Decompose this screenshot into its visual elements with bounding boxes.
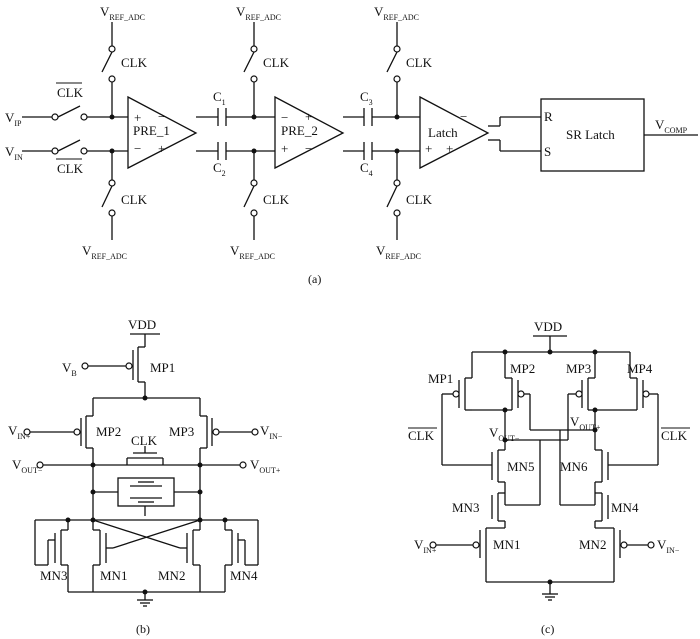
latch-label: Latch: [428, 125, 458, 140]
clk-bar-bottom-label: CLK: [57, 161, 84, 176]
vref-label-1-top: VREF_ADC: [100, 4, 145, 22]
pre2-plus-in: +: [281, 141, 288, 156]
vb-label: VB: [62, 360, 77, 378]
mp3-label-b: MP3: [169, 424, 194, 439]
c1-label: C1: [213, 89, 226, 107]
pre1-minus-in: −: [134, 141, 141, 156]
pre2-minus-in: −: [281, 110, 288, 125]
caption-a: (a): [308, 272, 321, 286]
pre1-plus-out: +: [158, 141, 165, 156]
clk-label-2-bottom: CLK: [263, 192, 290, 207]
pre2-amplifier: [243, 22, 364, 240]
vin-label: VIN: [5, 144, 23, 162]
voutn-label-c: VOUT−: [489, 425, 520, 443]
caption-b: (b): [136, 622, 150, 636]
vref-label-2-top: VREF_ADC: [236, 4, 281, 22]
vref-label-3-top: VREF_ADC: [374, 4, 419, 22]
vinn-label-b: VIN−: [260, 423, 283, 441]
mn6-label-c: MN6: [560, 459, 588, 474]
clk-bar-label-right: CLK: [661, 428, 688, 443]
sr-latch-label: SR Latch: [566, 127, 615, 142]
sr-s-label: S: [544, 144, 551, 159]
sr-r-label: R: [544, 109, 553, 124]
mp3-label-c: MP3: [566, 361, 591, 376]
vcomp-label: VCOMP: [655, 117, 688, 135]
clk-bar-label-left: CLK: [408, 428, 435, 443]
panel-c: VDD MP1 MP2 MP3: [408, 319, 690, 636]
vdd-label-c: VDD: [534, 319, 562, 334]
clk-bar-top-label: CLK: [57, 85, 84, 100]
vinp-label-c: VIN+: [414, 537, 437, 555]
mp2-label-b: MP2: [96, 424, 121, 439]
mn1-label-c: MN1: [493, 537, 520, 552]
input-switches: [22, 82, 128, 160]
mp1-label-b: MP1: [150, 360, 175, 375]
mp2-label-c: MP2: [510, 361, 535, 376]
vref-label-3-bottom: VREF_ADC: [376, 243, 421, 261]
vref-label-1-bottom: VREF_ADC: [82, 243, 127, 261]
mn1-label-b: MN1: [100, 568, 127, 583]
latch-comparator: [386, 22, 541, 240]
mn3-label-b: MN3: [40, 568, 67, 583]
vip-label: VIP: [5, 110, 22, 128]
pre1-amplifier: [101, 22, 218, 240]
mn4-label-b: MN4: [230, 568, 258, 583]
pre1-plus-in: +: [134, 110, 141, 125]
pre2-minus-out: −: [305, 141, 312, 156]
clk-label-1-top: CLK: [121, 55, 148, 70]
pre1-label: PRE_1: [133, 123, 170, 138]
latch-minus-out: −: [460, 109, 467, 124]
vref-label-2-bottom: VREF_ADC: [230, 243, 275, 261]
voutp-label-c: VOUT+: [570, 414, 601, 432]
voutn-label-b: VOUT−: [12, 457, 43, 475]
vdd-label-b: VDD: [128, 317, 156, 332]
c2-label: C2: [213, 160, 226, 178]
mp4-label-c: MP4: [627, 361, 653, 376]
pre1-minus-out: −: [158, 109, 165, 124]
clk-label-2-top: CLK: [263, 55, 290, 70]
caption-c: (c): [541, 622, 554, 636]
latch-plus-out: +: [446, 141, 453, 156]
clk-label-3-bottom: CLK: [406, 192, 433, 207]
panel-a: VIP VIN CLK CLK PRE_1 + − − +: [5, 4, 698, 286]
mn2-label-b: MN2: [158, 568, 185, 583]
c4-label: C4: [360, 160, 373, 178]
pre2-plus-out: +: [305, 109, 312, 124]
mn2-label-c: MN2: [579, 537, 606, 552]
mp1-label-c: MP1: [428, 371, 453, 386]
mn3-label-c: MN3: [452, 500, 479, 515]
c3-label: C3: [360, 89, 373, 107]
pre2-label: PRE_2: [281, 123, 318, 138]
panel-b: VDD MP1 VB MP2 VIN+ MP3 VIN− V: [8, 317, 283, 636]
capacitors-c1-c2: [217, 108, 275, 160]
mn4-label-c: MN4: [611, 500, 639, 515]
vinp-label-b: VIN+: [8, 423, 31, 441]
vinn-label-c: VIN−: [657, 537, 680, 555]
clk-label-1-bottom: CLK: [121, 192, 148, 207]
clk-label-b: CLK: [131, 433, 158, 448]
capacitors-c3-c4: [363, 108, 420, 160]
latch-plus-in: +: [425, 141, 432, 156]
voutp-label-b: VOUT+: [250, 457, 281, 475]
mn5-label-c: MN5: [507, 459, 534, 474]
clk-label-3-top: CLK: [406, 55, 433, 70]
